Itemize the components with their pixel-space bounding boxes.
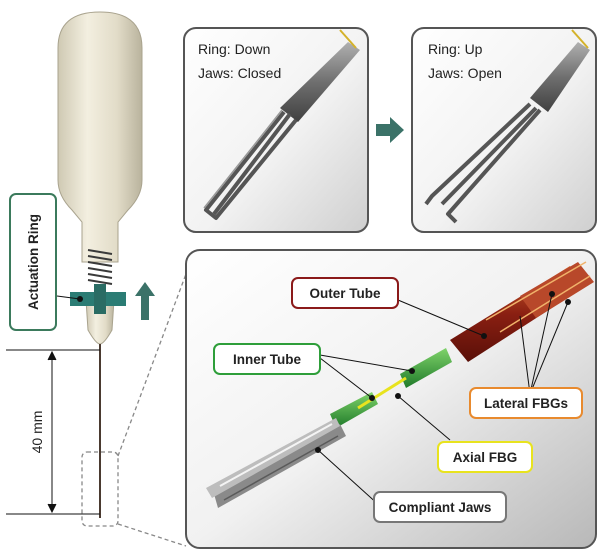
closed-jaws-highlight	[203, 109, 283, 209]
outer-tube-label: Outer Tube	[309, 286, 380, 301]
panel-detail: Outer Tube Inner Tube Lateral FBGs Axial…	[185, 249, 597, 549]
closed-jaws	[204, 110, 298, 220]
zoom-box	[81, 451, 119, 527]
panel-open-line1: Ring: Up	[428, 41, 483, 57]
open-jaws	[424, 102, 542, 224]
closed-outer-tube	[280, 42, 360, 122]
lateral-fbgs-box	[469, 387, 583, 419]
dimension-annotation	[6, 349, 100, 515]
axial-fbg-label: Axial FBG	[453, 450, 518, 465]
spring	[87, 249, 113, 285]
lateral-fiber-2	[499, 275, 591, 333]
zoom-line-bottom	[117, 523, 187, 547]
inner-tube-label: Inner Tube	[233, 352, 301, 367]
outer-tube-box	[291, 277, 399, 309]
zoom-line-top	[117, 273, 187, 457]
panel-open-line2: Jaws: Open	[428, 65, 502, 81]
actuation-ring-label: Actuation Ring	[9, 193, 57, 331]
callout-leaders	[317, 293, 569, 507]
compliant-jaws-box	[373, 491, 507, 523]
ring-callout-line	[56, 295, 81, 300]
inner-tube-shape	[400, 348, 452, 388]
compliant-jaws-label: Compliant Jaws	[389, 500, 492, 515]
inner-tube-lower	[330, 392, 378, 428]
device-illustration	[56, 11, 155, 518]
callout-dots	[315, 291, 571, 453]
device-handle	[57, 11, 143, 263]
open-outer-tube	[530, 42, 590, 112]
actuation-ring-collar	[94, 284, 106, 314]
closed-fiber	[339, 29, 357, 49]
inner-tube-box	[213, 343, 321, 375]
axial-fbg-segment	[357, 376, 407, 410]
lateral-fbgs-label: Lateral FBGs	[484, 396, 568, 411]
panel-closed-line1: Ring: Down	[198, 41, 270, 57]
panel-closed-line2: Jaws: Closed	[198, 65, 281, 81]
open-fiber	[571, 29, 589, 49]
axial-fbg-box	[437, 441, 533, 473]
dimension-text: 40 mm	[29, 411, 45, 454]
compliant-jaws-shape	[206, 418, 346, 508]
right-arrow-icon	[376, 117, 404, 143]
actuation-ring-text: Actuation Ring	[26, 214, 41, 310]
panel-open: Ring: Up Jaws: Open	[411, 27, 597, 233]
up-arrow-icon	[135, 282, 155, 320]
lateral-fiber-1	[485, 261, 587, 321]
outer-tube-end	[520, 262, 594, 318]
panel-closed: Ring: Down Jaws: Closed	[183, 27, 369, 233]
